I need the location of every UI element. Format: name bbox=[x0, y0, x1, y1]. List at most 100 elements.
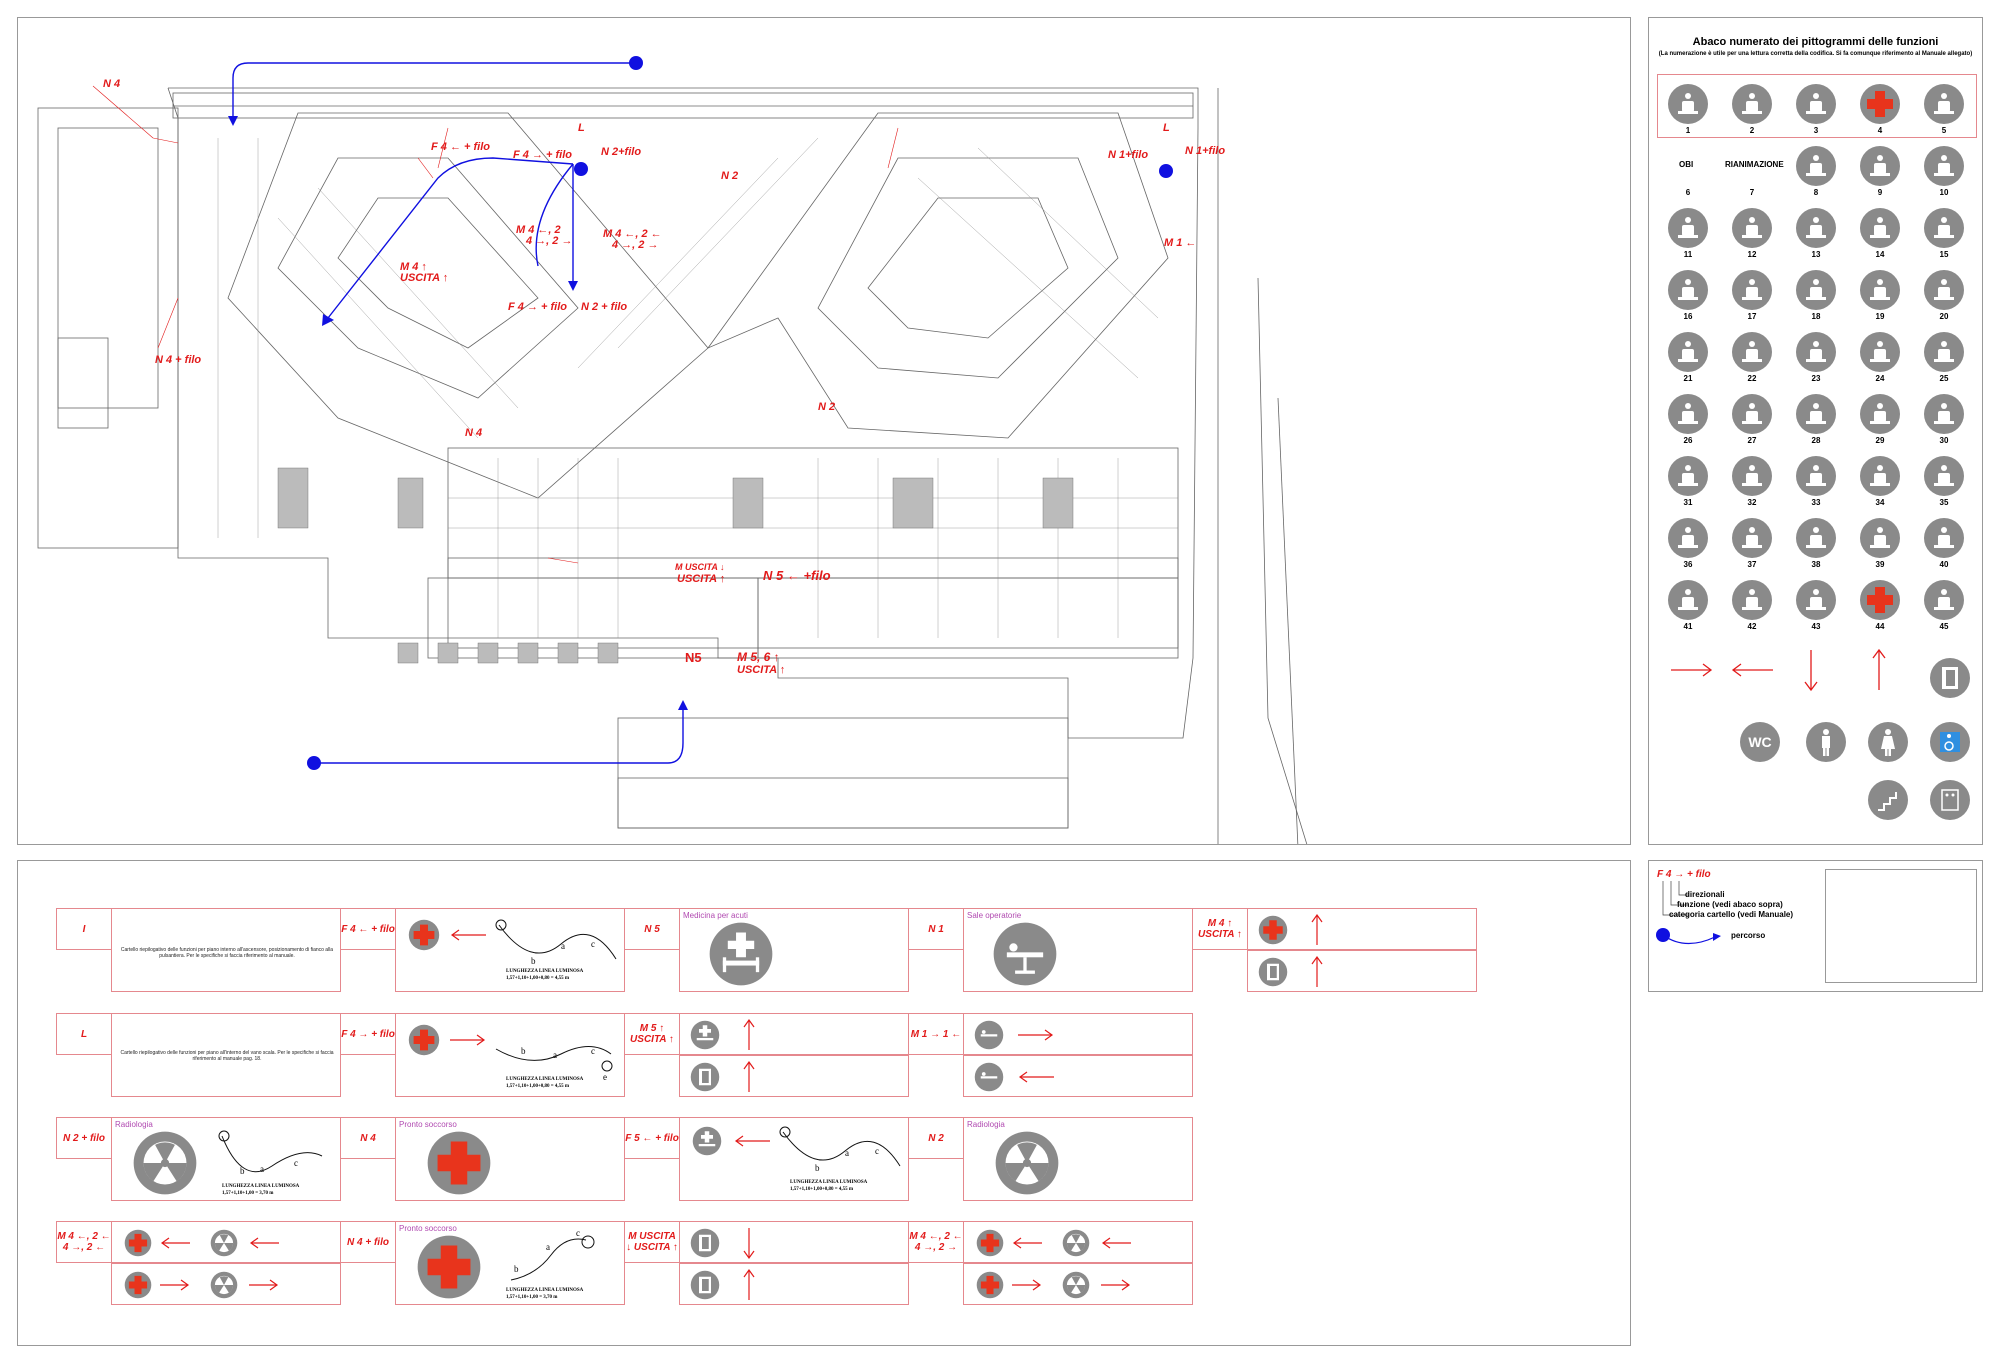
key-line: categoria cartello (vedi Manuale) bbox=[1669, 910, 1794, 919]
arrow-left-icon bbox=[1101, 1237, 1131, 1249]
pictogram-legend-panel: Abaco numerato dei pittogrammi delle fun… bbox=[1648, 17, 1983, 845]
legend-pictogram-21: 21 bbox=[1661, 322, 1719, 384]
exit-door-icon bbox=[690, 1228, 720, 1258]
legend-pictogram-18: 18 bbox=[1789, 260, 1847, 322]
arrow-left-icon bbox=[1018, 1071, 1054, 1083]
arrow-right-icon bbox=[160, 1279, 190, 1291]
pictogram-icon bbox=[1860, 146, 1900, 186]
legend-pictogram-13: 13 bbox=[1789, 198, 1847, 260]
pictogram-number: 42 bbox=[1747, 622, 1757, 631]
pictogram-number: 30 bbox=[1939, 436, 1949, 445]
legend-pictogram-35: 35 bbox=[1917, 446, 1975, 508]
legend-pictogram-19: 19 bbox=[1853, 260, 1911, 322]
plan-label: USCITA ↑ bbox=[400, 272, 449, 284]
pictogram-icon bbox=[1860, 208, 1900, 248]
pictogram-icon bbox=[1668, 332, 1708, 372]
elevator-icon bbox=[1923, 770, 1981, 832]
arrow-left-icon bbox=[1012, 1237, 1042, 1249]
legend-pictogram-40: 40 bbox=[1917, 508, 1975, 570]
first-aid-icon bbox=[124, 1229, 152, 1257]
legend-pictogram-17: 17 bbox=[1725, 260, 1783, 322]
pictogram-icon bbox=[1668, 580, 1708, 620]
legend-pictogram-33: 33 bbox=[1789, 446, 1847, 508]
svg-text:c: c bbox=[591, 1046, 595, 1056]
arrow-left-icon bbox=[249, 1237, 279, 1249]
sign-card bbox=[963, 1263, 1193, 1305]
first-aid-icon bbox=[417, 1235, 481, 1299]
pictogram-number: 24 bbox=[1875, 374, 1885, 383]
plan-label: N 4 bbox=[103, 78, 121, 90]
legend-pictogram-9: 9 bbox=[1853, 136, 1911, 198]
pictogram-icon bbox=[1924, 270, 1964, 310]
sign-code: M 4 ↑ USCITA ↑ bbox=[1192, 908, 1248, 950]
svg-text:a: a bbox=[561, 941, 565, 951]
pictogram-icon bbox=[1732, 456, 1772, 496]
legend-pictogram-8: 8 bbox=[1789, 136, 1847, 198]
pictogram-icon bbox=[1732, 84, 1772, 124]
key-notes-box bbox=[1825, 869, 1977, 983]
legend-pictogram-27: 27 bbox=[1725, 384, 1783, 446]
pictogram-icon bbox=[1668, 84, 1708, 124]
woman-icon bbox=[1861, 712, 1919, 774]
arrow-up-icon bbox=[1311, 913, 1323, 945]
floor-plan-panel: N 4 F 4 ← + filo F 4 → + filo L N 2+filo… bbox=[17, 17, 1631, 845]
pictogram-number: 10 bbox=[1939, 188, 1949, 197]
sign-card bbox=[111, 1263, 341, 1305]
legend-pictogram-38: 38 bbox=[1789, 508, 1847, 570]
pictogram-number: 2 bbox=[1749, 126, 1755, 135]
svg-text:b: b bbox=[531, 956, 536, 966]
pictogram-number: 3 bbox=[1813, 126, 1819, 135]
plan-label: USCITA ↑ bbox=[737, 664, 786, 676]
first-aid-icon bbox=[124, 1271, 152, 1299]
acute-care-bed-icon bbox=[709, 922, 773, 986]
pictogram-icon bbox=[1668, 456, 1708, 496]
arrow-right-icon bbox=[249, 1279, 279, 1291]
pictogram-number: 44 bbox=[1875, 622, 1885, 631]
pictogram-number: 13 bbox=[1811, 250, 1821, 259]
svg-text:a: a bbox=[260, 1164, 264, 1174]
svg-text:a: a bbox=[546, 1242, 550, 1252]
arrow-up-icon bbox=[743, 1060, 755, 1092]
direction-arrows bbox=[1671, 648, 1886, 692]
signs-panel: I Cartello riepilogativo delle funzioni … bbox=[17, 860, 1631, 1346]
key-line: direzionali bbox=[1685, 890, 1725, 899]
svg-text:c: c bbox=[591, 939, 595, 949]
plan-label: M 1 ← bbox=[1164, 237, 1197, 249]
pictogram-icon bbox=[1732, 270, 1772, 310]
sign-code: N 2 bbox=[908, 1117, 964, 1159]
pictogram-icon bbox=[1732, 518, 1772, 558]
sign-code: I bbox=[56, 908, 112, 950]
arrow-up-icon bbox=[743, 1018, 755, 1050]
legend-pictogram-29: 29 bbox=[1853, 384, 1911, 446]
first-aid-icon bbox=[408, 919, 440, 951]
pictogram-number: 14 bbox=[1875, 250, 1885, 259]
operating-room-icon bbox=[974, 1020, 1004, 1050]
plan-label: M 5, 6 ↑ bbox=[737, 650, 780, 664]
pictogram-icon bbox=[1732, 580, 1772, 620]
pictogram-icon bbox=[1860, 518, 1900, 558]
plan-label: N 4 + filo bbox=[155, 354, 202, 366]
first-aid-icon bbox=[976, 1229, 1004, 1257]
plan-label: N 2 bbox=[818, 401, 836, 413]
floor-plan-drawing bbox=[37, 56, 1308, 844]
sign-code: N 5 bbox=[624, 908, 680, 950]
pictogram-number: 36 bbox=[1683, 560, 1693, 569]
svg-text:b: b bbox=[240, 1166, 245, 1176]
pictogram-number: 32 bbox=[1747, 498, 1757, 507]
arrow-up-icon bbox=[743, 1268, 755, 1300]
legend-pictogram-15: 15 bbox=[1917, 198, 1975, 260]
legend-pictogram-37: 37 bbox=[1725, 508, 1783, 570]
svg-text:a: a bbox=[553, 1050, 557, 1060]
pictogram-number: 33 bbox=[1811, 498, 1821, 507]
legend-pictogram-12: 12 bbox=[1725, 198, 1783, 260]
legend-pictogram-32: 32 bbox=[1725, 446, 1783, 508]
svg-text:b: b bbox=[521, 1046, 526, 1056]
pictogram-number: 29 bbox=[1875, 436, 1885, 445]
sign-code: N 2 + filo bbox=[56, 1117, 112, 1159]
plan-label: L bbox=[1163, 122, 1170, 134]
